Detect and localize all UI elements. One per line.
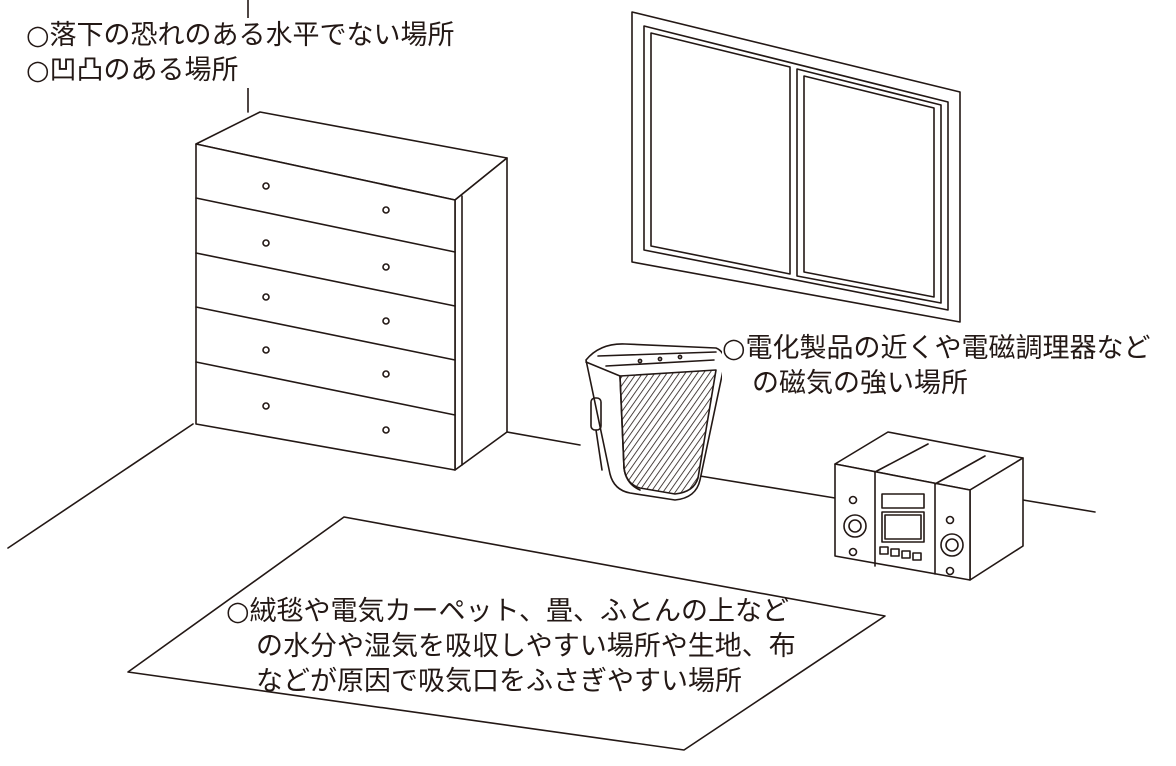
magnetic-place-caption: ○電化製品の近くや電磁調理器など の磁気の強い場所 [722,331,1151,401]
window [631,11,961,323]
room-outline [7,0,1096,549]
caption-line: の磁気の強い場所 [752,368,968,399]
caption-line: ○凹凸のある場所 [26,55,239,86]
air-purifier [585,343,726,501]
rug [127,516,886,751]
caption-line: ○絨毯や電気カーペット、畳、ふとんの上など [226,596,790,627]
caption-line: ○落下の恐れのある水平でない場所 [26,20,455,51]
caption-line: の水分や湿気を吸収しやすい場所や生地、布 [256,631,796,662]
chest-of-drawers [195,111,508,471]
stereo-system [834,431,1024,581]
unlevel-place-caption: ○落下の恐れのある水平でない場所 ○凹凸のある場所 [26,18,455,88]
caption-line: ○電化製品の近くや電磁調理器など [722,333,1151,364]
carpet-place-caption: ○絨毯や電気カーペット、畳、ふとんの上など の水分や湿気を吸収しやすい場所や生地… [226,594,796,699]
caption-line: などが原因で吸気口をふさぎやすい場所 [256,666,742,697]
